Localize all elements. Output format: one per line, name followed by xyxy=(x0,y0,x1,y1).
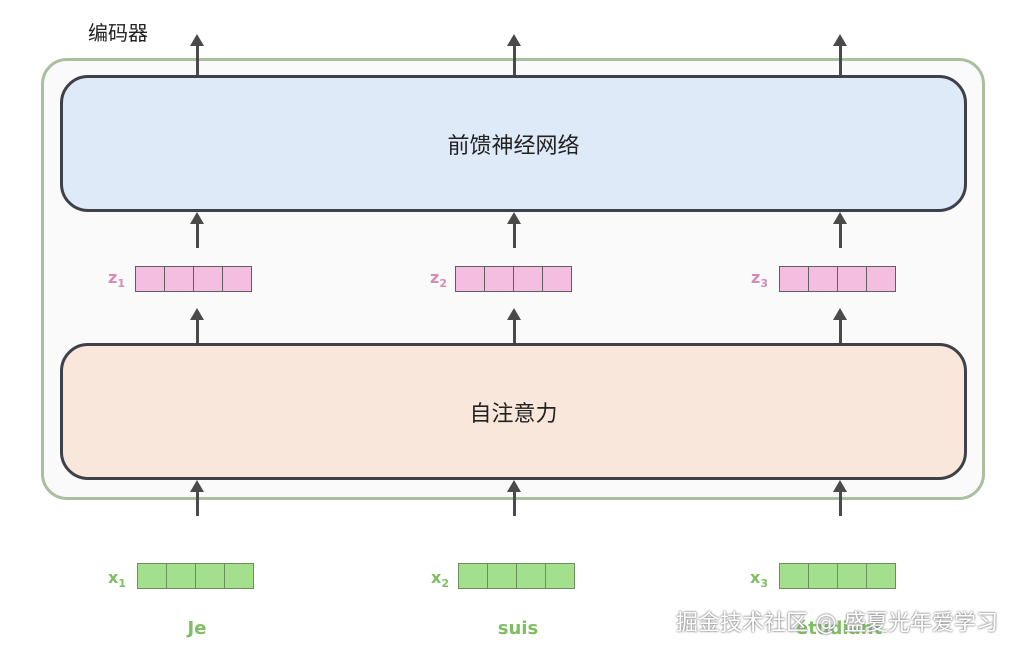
z-vector-3 xyxy=(779,266,896,292)
watermark: 掘金技术社区 @ 盛夏光年爱学习 xyxy=(676,611,998,636)
arrow-x-to-sa-3 xyxy=(833,480,847,516)
x-vector-1 xyxy=(137,563,254,589)
arrow-x-to-sa-1 xyxy=(190,480,204,516)
input-word-3: étudiant xyxy=(795,618,883,639)
arrow-z-to-ffn-1 xyxy=(190,212,204,248)
z-label-1: z1 xyxy=(108,268,125,291)
arrow-output-3 xyxy=(833,34,847,75)
input-word-1: Je xyxy=(187,618,207,639)
z-label-2: z2 xyxy=(430,268,447,291)
self-attention-block: 自注意力 xyxy=(60,343,967,480)
feed-forward-block: 前馈神经网络 xyxy=(60,75,967,212)
z-label-3: z3 xyxy=(751,268,768,291)
arrow-sa-to-z-1 xyxy=(190,308,204,343)
input-word-2: suis xyxy=(497,618,539,639)
feed-forward-label: 前馈神经网络 xyxy=(447,133,580,159)
arrow-sa-to-z-3 xyxy=(833,308,847,343)
encoder-label: 编码器 xyxy=(88,21,148,45)
z-vector-1 xyxy=(135,266,252,292)
self-attention-label: 自注意力 xyxy=(469,401,558,427)
x-vector-3 xyxy=(779,563,896,589)
x-vector-2 xyxy=(458,563,575,589)
x-label-2: x2 xyxy=(431,568,449,591)
x-label-1: x1 xyxy=(108,568,126,591)
z-vector-2 xyxy=(455,266,572,292)
arrow-z-to-ffn-3 xyxy=(833,212,847,248)
arrow-output-1 xyxy=(190,34,204,75)
arrow-output-2 xyxy=(507,34,521,75)
arrow-sa-to-z-2 xyxy=(507,308,521,343)
arrow-x-to-sa-2 xyxy=(507,480,521,516)
arrow-z-to-ffn-2 xyxy=(507,212,521,248)
x-label-3: x3 xyxy=(750,568,768,591)
